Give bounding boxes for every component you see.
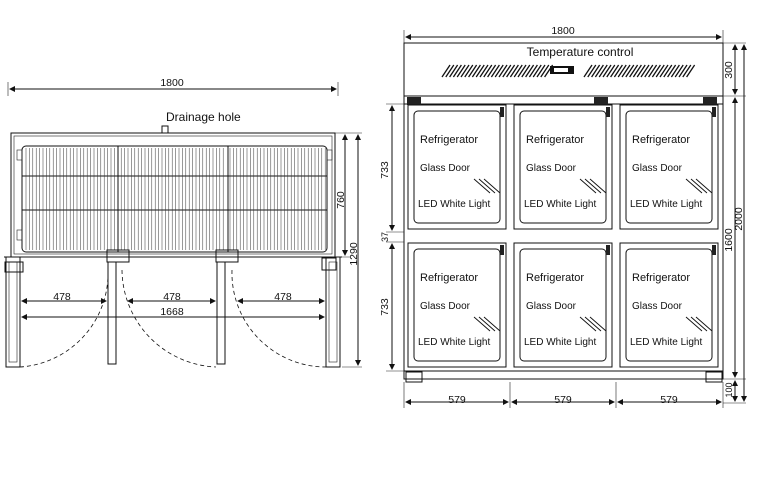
glass-reflection-icon (473, 316, 501, 332)
hinge-post-2 (216, 261, 226, 365)
door-title: Refrigerator (526, 272, 584, 284)
drainage-hole-label: Drainage hole (166, 110, 241, 124)
vent-slots-right (583, 64, 696, 78)
grill-bars (25, 148, 326, 250)
left-side-frame (5, 256, 21, 368)
door-light-label: LED White Light (630, 337, 702, 348)
inner-width-label: 1668 (160, 306, 184, 318)
left-door-width-1: 478 (53, 291, 71, 303)
front-door-width-3: 579 (660, 394, 678, 406)
door-subtitle: Glass Door (526, 301, 577, 312)
temperature-control-label: Temperature control (527, 45, 634, 59)
door-subtitle: Glass Door (420, 163, 471, 174)
cabinet-body (403, 95, 724, 380)
door-light-label: LED White Light (418, 337, 490, 348)
front-door-width-2: 579 (554, 394, 572, 406)
door-subtitle: Glass Door (632, 163, 683, 174)
door-light-label: LED White Light (418, 199, 490, 210)
door-swing-arc-2 (121, 269, 217, 368)
door-title: Refrigerator (420, 134, 478, 146)
foot-right (705, 371, 723, 383)
upper-door-height-label: 733 (379, 161, 391, 179)
glass-reflection-icon (579, 316, 607, 332)
glass-reflection-icon (685, 316, 713, 332)
door-title: Refrigerator (632, 272, 690, 284)
vent-slots-left (441, 64, 554, 78)
door-gap-label: 37 (380, 232, 390, 242)
glass-reflection-icon (685, 178, 713, 194)
glass-reflection-icon (473, 178, 501, 194)
upper-height-label: 760 (335, 191, 347, 209)
condenser-grill (21, 145, 328, 253)
door-title: Refrigerator (526, 134, 584, 146)
top-section-height-label: 300 (723, 61, 735, 79)
hinge-post-1 (107, 261, 117, 365)
door-title: Refrigerator (632, 134, 690, 146)
left-plan-view: 1800 Drainage hole (4, 77, 362, 368)
lower-door-height-label: 733 (379, 298, 391, 316)
door-title: Refrigerator (420, 272, 478, 284)
total-height-label: 2000 (733, 207, 745, 231)
drainage-hole-mark (161, 125, 169, 133)
leg-height-label: 100 (724, 382, 734, 397)
door-swing-arc-3 (231, 269, 327, 368)
left-door-width-3: 478 (274, 291, 292, 303)
door-light-label: LED White Light (524, 337, 596, 348)
door-light-label: LED White Light (524, 199, 596, 210)
door-subtitle: Glass Door (526, 163, 577, 174)
right-top-width-label: 1800 (551, 25, 575, 37)
left-door-width-2: 478 (163, 291, 181, 303)
glass-reflection-icon (579, 178, 607, 194)
total-depth-label: 1290 (348, 242, 360, 266)
left-top-width-label: 1800 (160, 77, 184, 89)
right-front-view: 1800 Temperature control RefrigeratorGla… (379, 25, 747, 408)
foot-left (405, 371, 423, 383)
front-door-width-1: 579 (448, 394, 466, 406)
door-light-label: LED White Light (630, 199, 702, 210)
door-swing-arc-1 (19, 269, 109, 368)
door-subtitle: Glass Door (632, 301, 683, 312)
door-subtitle: Glass Door (420, 301, 471, 312)
cabinet-top-outline (10, 132, 336, 258)
right-side-frame (325, 256, 341, 368)
cabinet-height-label: 1600 (723, 228, 735, 252)
